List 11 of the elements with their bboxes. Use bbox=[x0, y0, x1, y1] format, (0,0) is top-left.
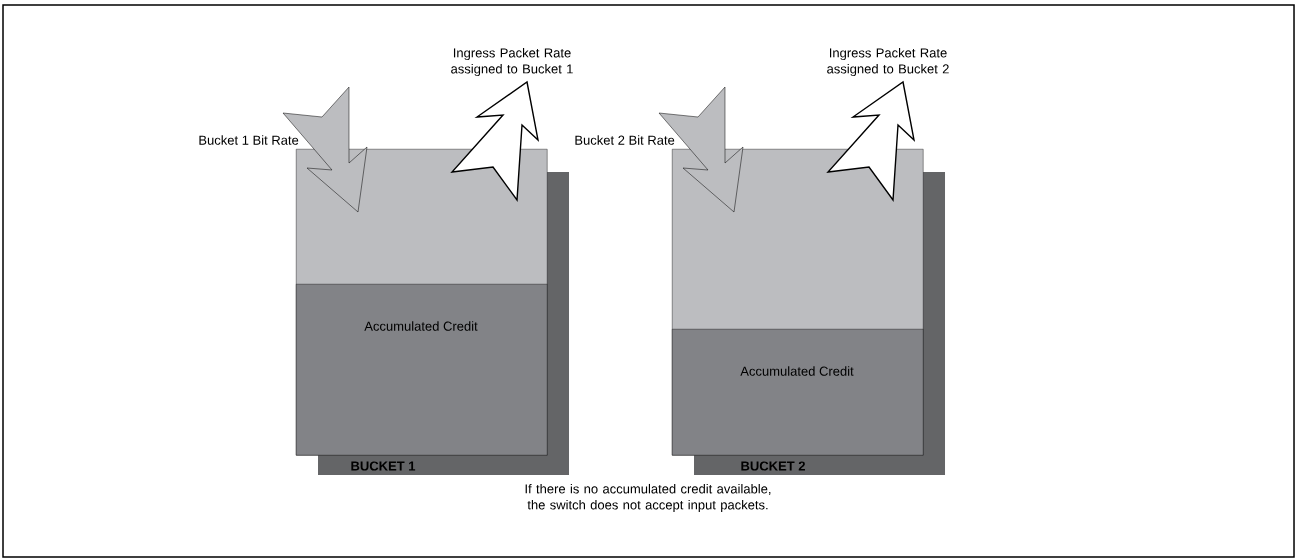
block-arrow bbox=[658, 86, 744, 213]
node-label: BUCKET 1 bbox=[351, 461, 416, 471]
edge-label: Bucket 1 Bit Rate bbox=[199, 135, 299, 145]
edge-label: Bucket 2 Bit Rate bbox=[575, 135, 675, 145]
edge-label: Ingress Packet Rate assigned to Bucket 1 bbox=[451, 47, 573, 77]
note: If there is no accumulated credit available, the switch does not accept input packets. bbox=[525, 483, 771, 513]
block-arrow bbox=[282, 86, 368, 213]
node-label: BUCKET 2 bbox=[741, 461, 805, 471]
credit-level: Accumulated Credit bbox=[672, 329, 924, 456]
edge-label: Ingress Packet Rate assigned to Bucket 2 bbox=[827, 47, 949, 77]
credit-level: Accumulated Credit bbox=[296, 284, 548, 456]
